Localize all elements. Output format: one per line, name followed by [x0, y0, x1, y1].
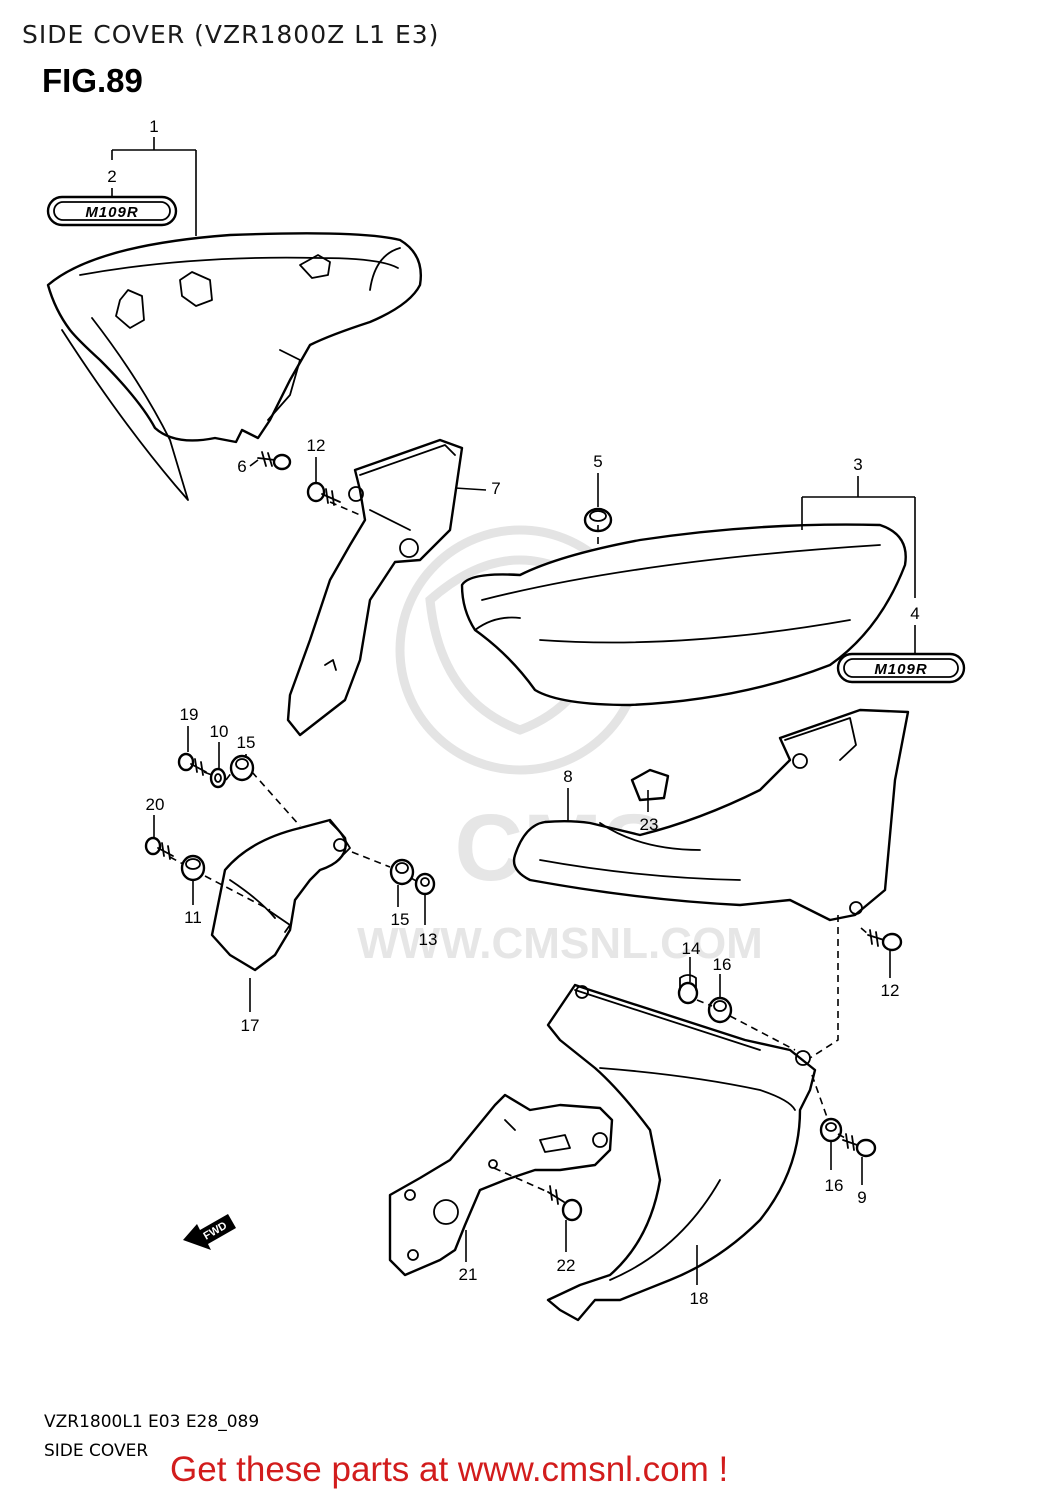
part-12-bolt-upper	[306, 481, 341, 506]
callout-16-upper: 16	[713, 955, 732, 974]
fwd-arrow-icon: FWD	[183, 1214, 236, 1250]
part-19-bolt	[177, 752, 207, 776]
callout-17: 17	[241, 1016, 260, 1035]
part-7-bracket	[286, 438, 464, 737]
diagram-code: VZR1800L1 E03 E28_089	[44, 1412, 260, 1432]
diagram-name: SIDE COVER	[44, 1441, 149, 1461]
callout-4: 4	[910, 604, 919, 623]
part-23-cushion	[630, 768, 670, 802]
callout-8: 8	[563, 767, 572, 786]
callout-10: 10	[210, 722, 229, 741]
watermark-url: WWW.CMSNL.COM	[357, 919, 763, 968]
callout-14: 14	[682, 939, 701, 958]
callout-11: 11	[184, 908, 202, 927]
callout-20: 20	[146, 795, 165, 814]
part-13-nut	[414, 872, 436, 896]
callout-numbers: 1 2 3 4 5 6 7 8 9 10 11 12 12 13 14 15 1…	[107, 117, 919, 1308]
callout-3: 3	[853, 455, 862, 474]
part-3-side-cover-right	[460, 523, 907, 707]
part-1-side-cover-left	[46, 232, 422, 501]
callout-9: 9	[857, 1188, 866, 1207]
part-10-washer	[209, 767, 227, 789]
callout-12-upper: 12	[307, 436, 326, 455]
callout-15-lower: 15	[391, 910, 410, 929]
callout-23: 23	[640, 815, 659, 834]
callout-1: 1	[149, 117, 158, 136]
part-11-grommet	[180, 854, 206, 882]
figure-label: FIG.89	[42, 62, 143, 99]
part-15-grommet-upper	[229, 754, 255, 782]
callout-6: 6	[237, 457, 246, 476]
part-22-bolt	[547, 1185, 583, 1222]
callout-21: 21	[459, 1265, 478, 1284]
callout-15-upper: 15	[237, 733, 256, 752]
part-2-emblem: M109R	[46, 195, 178, 227]
part-6-screw	[257, 451, 292, 471]
callout-5: 5	[593, 452, 602, 471]
emblem-text-4: M109R	[874, 661, 927, 678]
part-20-bolt	[144, 836, 174, 860]
part-16-grommet-lower	[819, 1117, 843, 1143]
callout-13: 13	[419, 930, 438, 949]
callout-2: 2	[107, 167, 116, 186]
callout-18: 18	[690, 1289, 709, 1308]
part-21-bracket	[388, 1093, 614, 1277]
callout-12-lower: 12	[881, 981, 900, 1000]
leader-lines	[111, 137, 916, 1285]
callout-7: 7	[491, 479, 500, 498]
part-9-bolt	[842, 1133, 877, 1158]
part-15-grommet-lower	[389, 858, 415, 886]
cmsnl-cta-link[interactable]: Get these parts at www.cmsnl.com !	[170, 1450, 729, 1489]
part-5-grommet	[583, 507, 613, 533]
assembly-lines	[169, 501, 869, 1193]
part-18-guard	[546, 983, 817, 1322]
callout-22: 22	[557, 1256, 576, 1275]
callout-16-lower: 16	[825, 1176, 844, 1195]
part-12-bolt-lower	[867, 929, 903, 952]
callout-19: 19	[180, 705, 199, 724]
page-title: SIDE COVER (VZR1800Z L1 E3)	[22, 20, 440, 49]
part-16-grommet-upper	[707, 996, 733, 1024]
part-8-holder	[512, 708, 910, 922]
part-4-emblem: M109R	[836, 652, 966, 684]
part-17-cover	[210, 818, 351, 972]
part-14-collar	[677, 974, 699, 1005]
emblem-text-2: M109R	[85, 204, 138, 221]
